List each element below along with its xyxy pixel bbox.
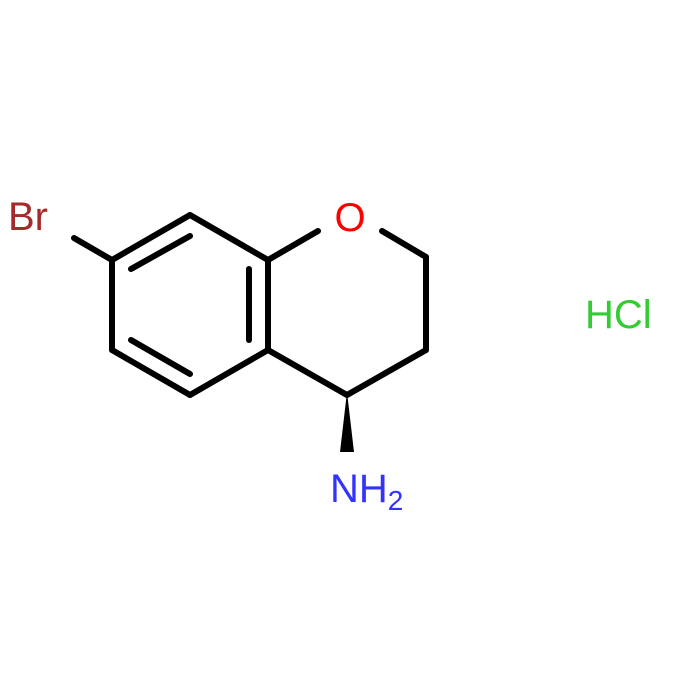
bond-group — [71, 212, 429, 398]
bond-c6-c1 — [109, 212, 193, 263]
bond-c8-c9 — [344, 347, 429, 398]
bond-c6-br — [71, 235, 115, 263]
hydrogen-count: 2 — [388, 485, 404, 516]
bond-c4-c5 — [109, 347, 193, 398]
hcl-label: HCl — [585, 293, 652, 337]
wedge-bond-c9-n — [340, 392, 354, 452]
oxygen-label: O — [334, 196, 365, 240]
nitrogen-symbol: N — [330, 467, 359, 511]
bond-o-c7 — [379, 228, 429, 260]
bond-c3-c4 — [187, 347, 271, 398]
amine-label: NH2 — [330, 467, 403, 516]
bond-inner-double-1 — [128, 233, 193, 272]
bromine-label: Br — [8, 195, 48, 239]
bond-c1-c2 — [187, 212, 271, 263]
bond-inner-double-3 — [128, 337, 193, 377]
hydrogen-symbol: H — [359, 467, 388, 511]
bond-c9-c3 — [265, 347, 350, 398]
bond-c2-o — [265, 228, 321, 263]
